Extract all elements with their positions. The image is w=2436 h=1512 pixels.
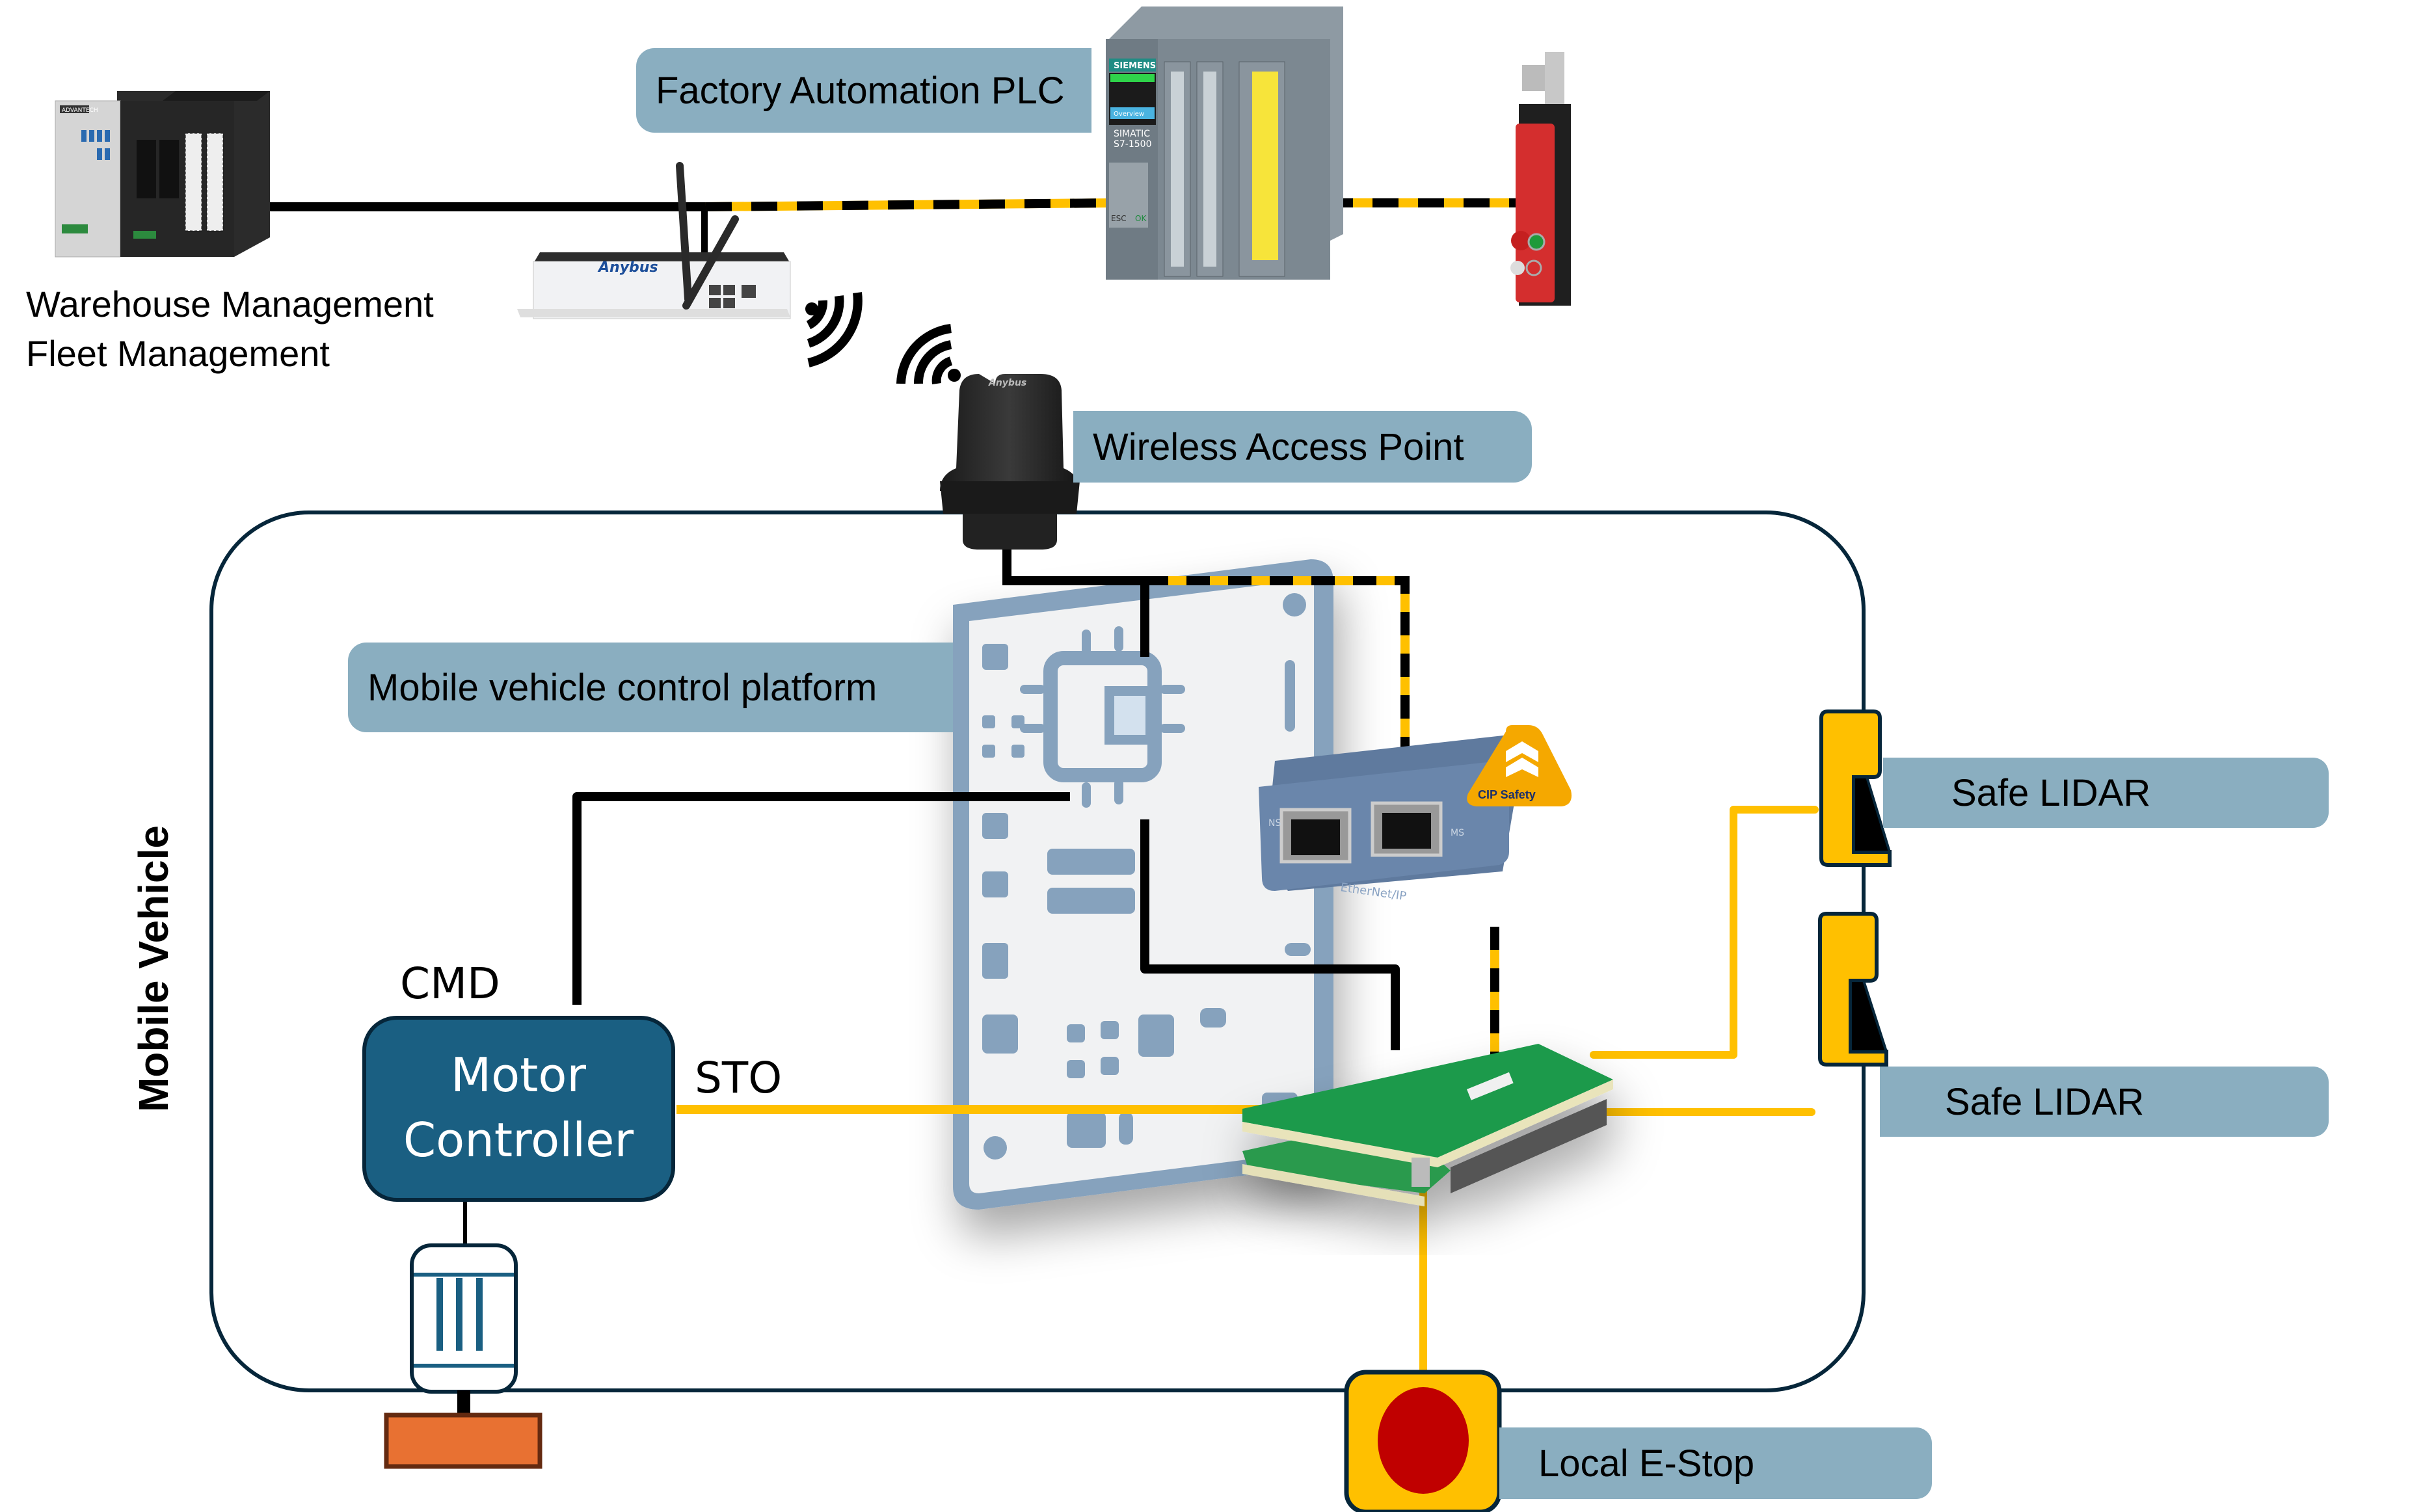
cmd-link (572, 792, 1070, 1005)
motor-controller-label-line2: Controller (403, 1113, 634, 1167)
cpu-to-safety-board-link (1140, 819, 1400, 1050)
wheel-icon (384, 1413, 542, 1469)
warehouse-management-label: Warehouse Management (26, 284, 434, 325)
safe-lidar-label-1: Safe LIDAR (1883, 758, 2329, 828)
control-platform-label-text: Mobile vehicle control platform (368, 666, 877, 709)
wireless-ap-label-text: Wireless Access Point (1093, 425, 1464, 468)
plc-esc-key: ESC (1111, 214, 1127, 223)
industrial-pc-image: ADVANTECH (55, 91, 270, 258)
safe-lidar-label-2-text: Safe LIDAR (1945, 1080, 2145, 1123)
wireless-gateway-image: Anybus (517, 162, 791, 319)
safety-door-switch-image (1510, 52, 1571, 306)
cip-safety-badge: CIP Safety (1467, 725, 1572, 806)
plc-ok-key: OK (1135, 214, 1147, 223)
access-point-brand-text: Anybus (988, 378, 1026, 388)
motor-icon (410, 1243, 518, 1394)
factory-plc-image: SIEMENS Overview SIMATIC S7-1500 ESC OK (1106, 7, 1343, 280)
wireless-ap-label: Wireless Access Point (1073, 411, 1532, 483)
wifi-signal-icon-ap (896, 324, 961, 384)
safe-lidar-icon-1 (1819, 710, 1892, 867)
ms-led-label: MS (1451, 828, 1464, 838)
local-estop-label-text: Local E-Stop (1538, 1442, 1755, 1485)
mobile-vehicle-label: Mobile Vehicle (130, 825, 177, 1112)
motor-controller-label-line1: Motor (451, 1048, 586, 1102)
cip-safety-text: CIP Safety (1478, 788, 1536, 801)
plc-brand-text: SIEMENS (1114, 61, 1156, 71)
cmd-label: CMD (400, 959, 500, 1009)
sto-label: STO (695, 1053, 782, 1103)
safety-network-gateway-to-plc (705, 198, 1113, 211)
local-estop-label: Local E-Stop (1499, 1427, 1932, 1499)
motor-controller-box: Motor Controller (362, 1016, 675, 1202)
safety-controller-pcb (1242, 1044, 1613, 1206)
ns-led-label: NS (1268, 818, 1281, 829)
control-platform-label: Mobile vehicle control platform (348, 643, 953, 732)
ethernet-ip-safety-module: NS MS EtherNet/IP (1259, 735, 1522, 903)
ap-to-cpu-link (1002, 550, 1149, 657)
gateway-brand-text: Anybus (597, 259, 658, 276)
local-estop-icon (1344, 1370, 1502, 1512)
plc-model-line1: SIMATIC (1114, 129, 1150, 139)
board-chip-icon (1020, 626, 1185, 808)
safe-lidar-label-2: Safe LIDAR (1880, 1067, 2329, 1137)
plc-model-line2: S7-1500 (1114, 139, 1151, 150)
factory-plc-label: Factory Automation PLC (636, 48, 1091, 133)
safe-lidar-icon-2 (1818, 912, 1888, 1067)
factory-plc-label-text: Factory Automation PLC (656, 69, 1065, 112)
motor-shaft (457, 1390, 470, 1415)
safe-lidar-label-1-text: Safe LIDAR (1951, 771, 2151, 814)
lidar1-safety-signal (1590, 806, 1819, 1059)
wifi-signal-icon (805, 292, 863, 367)
module-protocol-text: EtherNet/IP (1339, 881, 1407, 903)
plc-screen-text: Overview (1114, 111, 1144, 118)
fleet-management-label: Fleet Management (26, 333, 330, 374)
ipc-brand-text: ADVANTECH (62, 107, 98, 114)
wireless-access-point-image: Anybus (940, 374, 1080, 550)
